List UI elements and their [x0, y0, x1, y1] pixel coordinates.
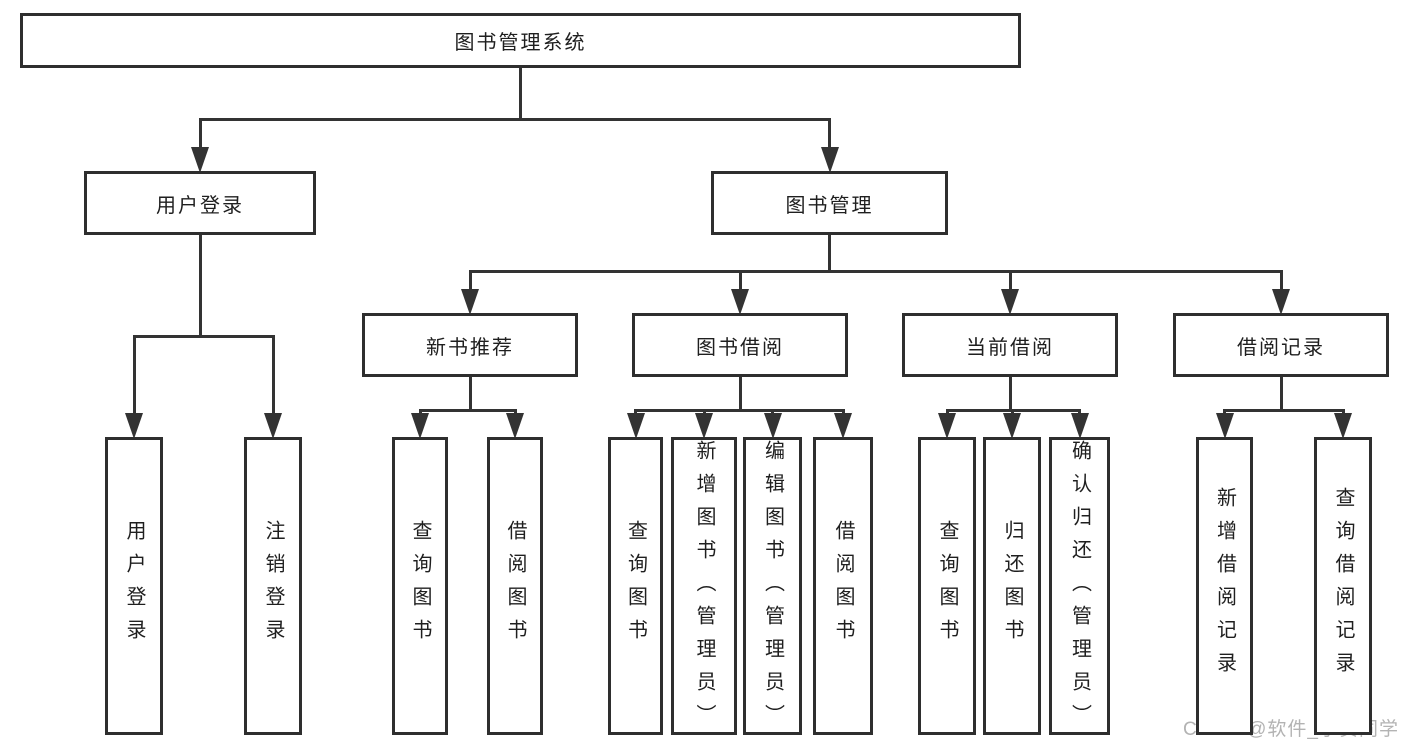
connector-line: [738, 270, 742, 293]
node-book-borrow: 图书借阅: [632, 313, 848, 377]
connector-line: [519, 68, 522, 121]
node-user-login: 用户登录: [84, 171, 316, 235]
node-label: 新增图书（管理员）: [693, 440, 715, 737]
connector-line: [198, 118, 831, 121]
node-label: 当前借阅: [966, 336, 1054, 359]
node-leaf-query-record: 查询借阅记录: [1314, 437, 1372, 735]
node-label: 借阅记录: [1237, 336, 1325, 359]
node-leaf-query-book-3: 查询图书: [918, 437, 976, 735]
arrowhead-down-icon: [461, 289, 479, 315]
node-leaf-add-book: 新增图书（管理员）: [671, 437, 737, 737]
node-leaf-logout: 注销登录: [244, 437, 302, 735]
arrowhead-down-icon: [1272, 289, 1290, 315]
node-label: 查询图书: [936, 520, 958, 652]
connector-line: [198, 235, 202, 338]
node-leaf-add-record: 新增借阅记录: [1196, 437, 1253, 735]
arrowhead-down-icon: [938, 413, 956, 439]
arrowhead-down-icon: [1215, 413, 1234, 439]
connector-line: [738, 377, 742, 412]
arrowhead-down-icon: [731, 289, 749, 315]
connector-line: [468, 270, 1283, 273]
node-label: 查询图书: [624, 520, 647, 652]
node-leaf-edit-book: 编辑图书（管理员）: [743, 437, 802, 737]
node-leaf-query-book-2: 查询图书: [608, 437, 663, 735]
node-borrow-record: 借阅记录: [1173, 313, 1389, 377]
node-label: 借阅图书: [832, 520, 854, 652]
node-leaf-borrow-book-1: 借阅图书: [487, 437, 543, 735]
connector-line: [1008, 377, 1012, 412]
connector-line: [1223, 409, 1345, 412]
arrowhead-down-icon: [191, 147, 209, 173]
connector-line: [1008, 270, 1012, 293]
node-label: 查询图书: [409, 520, 431, 652]
node-label: 新书推荐: [426, 336, 514, 359]
node-label: 用户登录: [156, 194, 244, 217]
connector-line: [1279, 270, 1283, 293]
node-current-borrow: 当前借阅: [902, 313, 1118, 377]
node-leaf-user-login: 用户登录: [105, 437, 163, 735]
node-label: 归还图书: [1001, 520, 1023, 652]
arrowhead-down-icon: [1334, 413, 1352, 439]
node-label: 注销登录: [262, 520, 284, 652]
connector-line: [1279, 377, 1283, 412]
connector-line: [828, 235, 831, 273]
node-label: 用户登录: [123, 520, 145, 652]
connector-line: [634, 409, 845, 412]
node-label: 借阅图书: [504, 520, 526, 652]
arrowhead-down-icon: [1003, 413, 1021, 439]
connector-line: [132, 335, 136, 417]
node-label: 图书管理系统: [454, 32, 587, 54]
node-label: 图书管理: [785, 194, 874, 217]
node-root: 图书管理系统: [20, 13, 1021, 68]
arrowhead-down-icon: [763, 413, 782, 439]
connector-line: [132, 335, 275, 338]
arrowhead-down-icon: [820, 147, 839, 173]
arrowhead-down-icon: [695, 413, 713, 439]
node-book-mgmt: 图书管理: [711, 171, 948, 235]
arrowhead-down-icon: [125, 413, 143, 439]
node-label: 编辑图书（管理员）: [761, 440, 784, 737]
arrowhead-down-icon: [411, 413, 429, 439]
arrowhead-down-icon: [264, 413, 282, 439]
connector-line: [828, 118, 831, 151]
arrowhead-down-icon: [626, 413, 645, 439]
node-leaf-confirm-return: 确认归还（管理员）: [1049, 437, 1110, 737]
node-leaf-return-book: 归还图书: [983, 437, 1041, 735]
connector-line: [468, 377, 472, 412]
arrowhead-down-icon: [506, 413, 524, 439]
connector-line: [418, 409, 517, 412]
node-leaf-query-book-1: 查询图书: [392, 437, 448, 735]
arrowhead-down-icon: [834, 413, 852, 439]
connector-line: [271, 335, 275, 417]
arrowhead-down-icon: [1001, 289, 1019, 315]
node-new-book-rec: 新书推荐: [362, 313, 578, 377]
node-label: 图书借阅: [696, 336, 784, 359]
arrowhead-down-icon: [1070, 413, 1089, 439]
node-label: 新增借阅记录: [1213, 487, 1236, 685]
connector-line: [198, 118, 202, 151]
node-label: 查询借阅记录: [1332, 487, 1354, 685]
node-label: 确认归还（管理员）: [1068, 440, 1091, 737]
node-leaf-borrow-book-2: 借阅图书: [813, 437, 873, 735]
connector-line: [468, 270, 472, 293]
